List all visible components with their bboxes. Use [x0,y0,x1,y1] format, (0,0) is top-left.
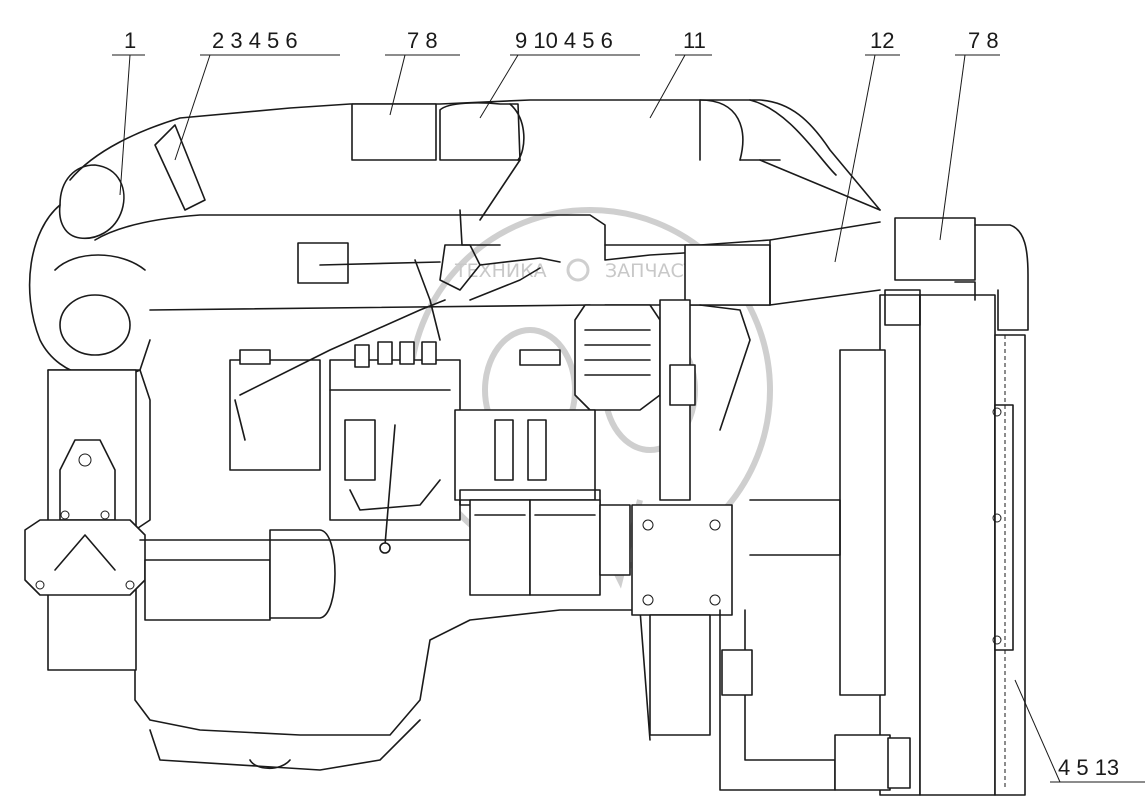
callout-label: 1 [124,28,136,53]
starter-motor [139,529,471,621]
fuel-injection-pump [229,341,461,554]
callout-label: 4 5 13 [1058,755,1119,780]
watermark-text-left: ТЕХНИКА [454,260,547,282]
gear-icon [566,258,590,282]
callout-label: 9 10 4 5 6 [515,28,613,53]
turbocharger-loop [28,204,151,379]
lower-coolant-hose [719,499,911,791]
callout-label: 7 8 [968,28,999,53]
callout-label: 12 [870,28,894,53]
callout-labels: 1 2 3 4 5 6 7 8 9 10 4 5 6 11 12 7 8 4 5… [124,28,1119,780]
clamp-7-8-right [894,217,976,281]
mounting-bracket [631,504,733,736]
engine-mount [24,439,146,596]
hose-sleeve [684,244,771,306]
clamp-7-8-left [351,103,437,161]
charge-air-pipe [604,217,1029,331]
elbow-9 [439,102,521,161]
callout-label: 2 3 4 5 6 [212,28,298,53]
throttle-linkage [234,159,561,441]
callout-leaders [112,54,1145,783]
watermark-text-right: ЗАПЧАСТИ [605,260,710,282]
air-intake-pipe [58,99,881,261]
callout-label: 11 [683,28,706,53]
radiator [839,281,1026,796]
oil-filters [469,499,631,596]
callout-label: 7 8 [407,28,438,53]
alternator-area [454,409,601,506]
air-compressor [519,299,751,501]
